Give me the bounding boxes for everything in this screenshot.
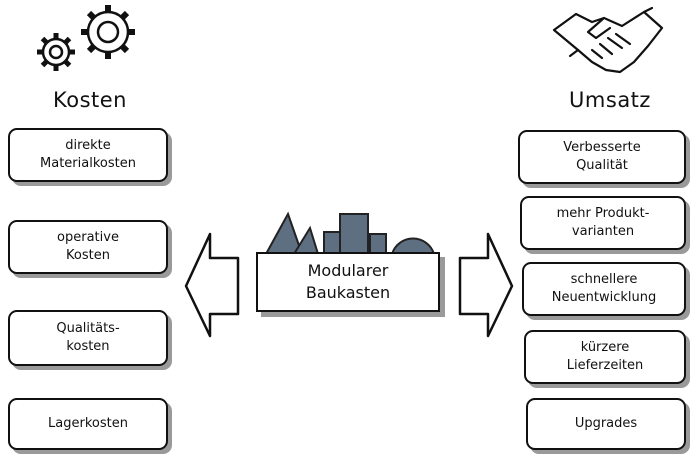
right-item-more-variants: mehr Produkt- varianten: [520, 196, 686, 250]
right-item-upgrades: Upgrades: [526, 398, 686, 450]
left-item-quality-costs: Qualitäts- kosten: [8, 310, 168, 366]
left-arrow-icon: [184, 232, 240, 338]
left-item-direct-material-costs: direkte Materialkosten: [8, 128, 168, 182]
right-arrow-icon: [458, 232, 514, 338]
building-blocks-icon: [264, 211, 436, 255]
right-item-faster-development: schnellere Neuentwicklung: [522, 262, 686, 316]
handshake-icon: [552, 6, 664, 74]
right-title: Umsatz: [569, 88, 651, 112]
left-item-storage-costs: Lagerkosten: [8, 398, 168, 450]
center-box-modular-kit: Modularer Baukasten: [256, 252, 440, 312]
right-item-shorter-delivery: kürzere Lieferzeiten: [524, 330, 686, 384]
right-item-improved-quality: Verbesserte Qualität: [518, 130, 686, 184]
gears-icon: [37, 5, 135, 71]
left-item-operative-costs: operative Kosten: [8, 220, 168, 274]
left-title: Kosten: [53, 88, 127, 112]
